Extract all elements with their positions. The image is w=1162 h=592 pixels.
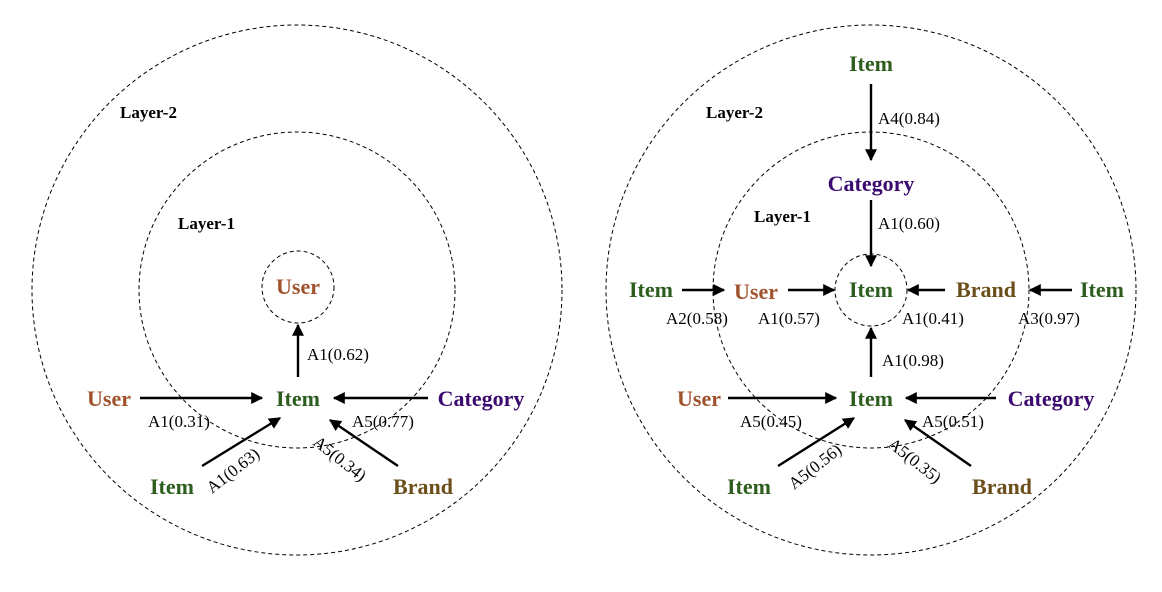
right-node-category-bottom: Category — [1008, 386, 1095, 411]
right-node-brand-mid: Brand — [956, 277, 1016, 302]
right-edge-label-user-to-center: A1(0.57) — [758, 309, 820, 328]
left-edge-label-user-to-item: A1(0.31) — [148, 412, 210, 431]
right-edge-label-category-bottom-to-item: A5(0.51) — [922, 412, 984, 431]
left-layer-1-label: Layer-1 — [178, 214, 235, 233]
right-edge-label-item-bottom-to-item: A5(0.56) — [785, 440, 845, 493]
right-node-right-item: Item — [1080, 277, 1124, 302]
left-edge-brand-to-item — [329, 419, 399, 467]
right-node-user-mid: User — [734, 279, 778, 304]
right-edge-label-item-lower-to-center: A1(0.98) — [882, 351, 944, 370]
left-edge-label-item-bottom-to-item: A1(0.63) — [203, 444, 263, 497]
right-edge-label-brand-to-center: A1(0.41) — [902, 309, 964, 328]
right-node-brand-bottom: Brand — [972, 474, 1032, 499]
right-layer-2-label: Layer-2 — [706, 103, 763, 122]
left-node-brand: Brand — [393, 474, 453, 499]
left-edge-label-category-to-item: A5(0.77) — [352, 412, 414, 431]
left-edge-label-item-to-user: A1(0.62) — [307, 345, 369, 364]
right-edge-brand-bottom-to-item — [904, 419, 972, 467]
left-node-item: Item — [276, 386, 320, 411]
right-edge-label-category-to-center: A1(0.60) — [878, 214, 940, 233]
right-edge-label-top-item-to-category: A4(0.84) — [878, 109, 940, 128]
left-layer-2-ring — [31, 24, 563, 556]
left-center-ring — [261, 250, 335, 324]
left-node-item-bottom: Item — [150, 474, 194, 499]
left-layer-2-label: Layer-2 — [120, 103, 177, 122]
left-node-user: User — [87, 386, 131, 411]
right-node-left-item: Item — [629, 277, 673, 302]
right-layer-2-ring — [605, 24, 1137, 556]
left-layer-1-ring — [138, 131, 456, 449]
right-node-top-item: Item — [849, 51, 893, 76]
right-node-user-bottom: User — [677, 386, 721, 411]
left-node-category: Category — [438, 386, 525, 411]
right-node-category-top: Category — [828, 171, 915, 196]
right-edge-label-user-bottom-to-item: A5(0.45) — [740, 412, 802, 431]
right-diagram: Layer-2 Layer-1 Item Category Item Item … — [605, 24, 1137, 556]
right-edge-label-left-item-to-user: A2(0.58) — [666, 309, 728, 328]
right-edge-label-right-item-to-brand: A3(0.97) — [1018, 309, 1080, 328]
right-node-center-item: Item — [849, 277, 893, 302]
left-node-center-user: User — [276, 274, 320, 299]
right-node-item-lower: Item — [849, 386, 893, 411]
right-node-item-bottom: Item — [727, 474, 771, 499]
right-edge-item-bottom-to-item — [777, 416, 856, 468]
left-edge-item-bottom-to-item — [201, 416, 282, 468]
right-layer-1-label: Layer-1 — [754, 207, 811, 226]
left-diagram: Layer-2 Layer-1 User Item User Category … — [31, 24, 563, 556]
